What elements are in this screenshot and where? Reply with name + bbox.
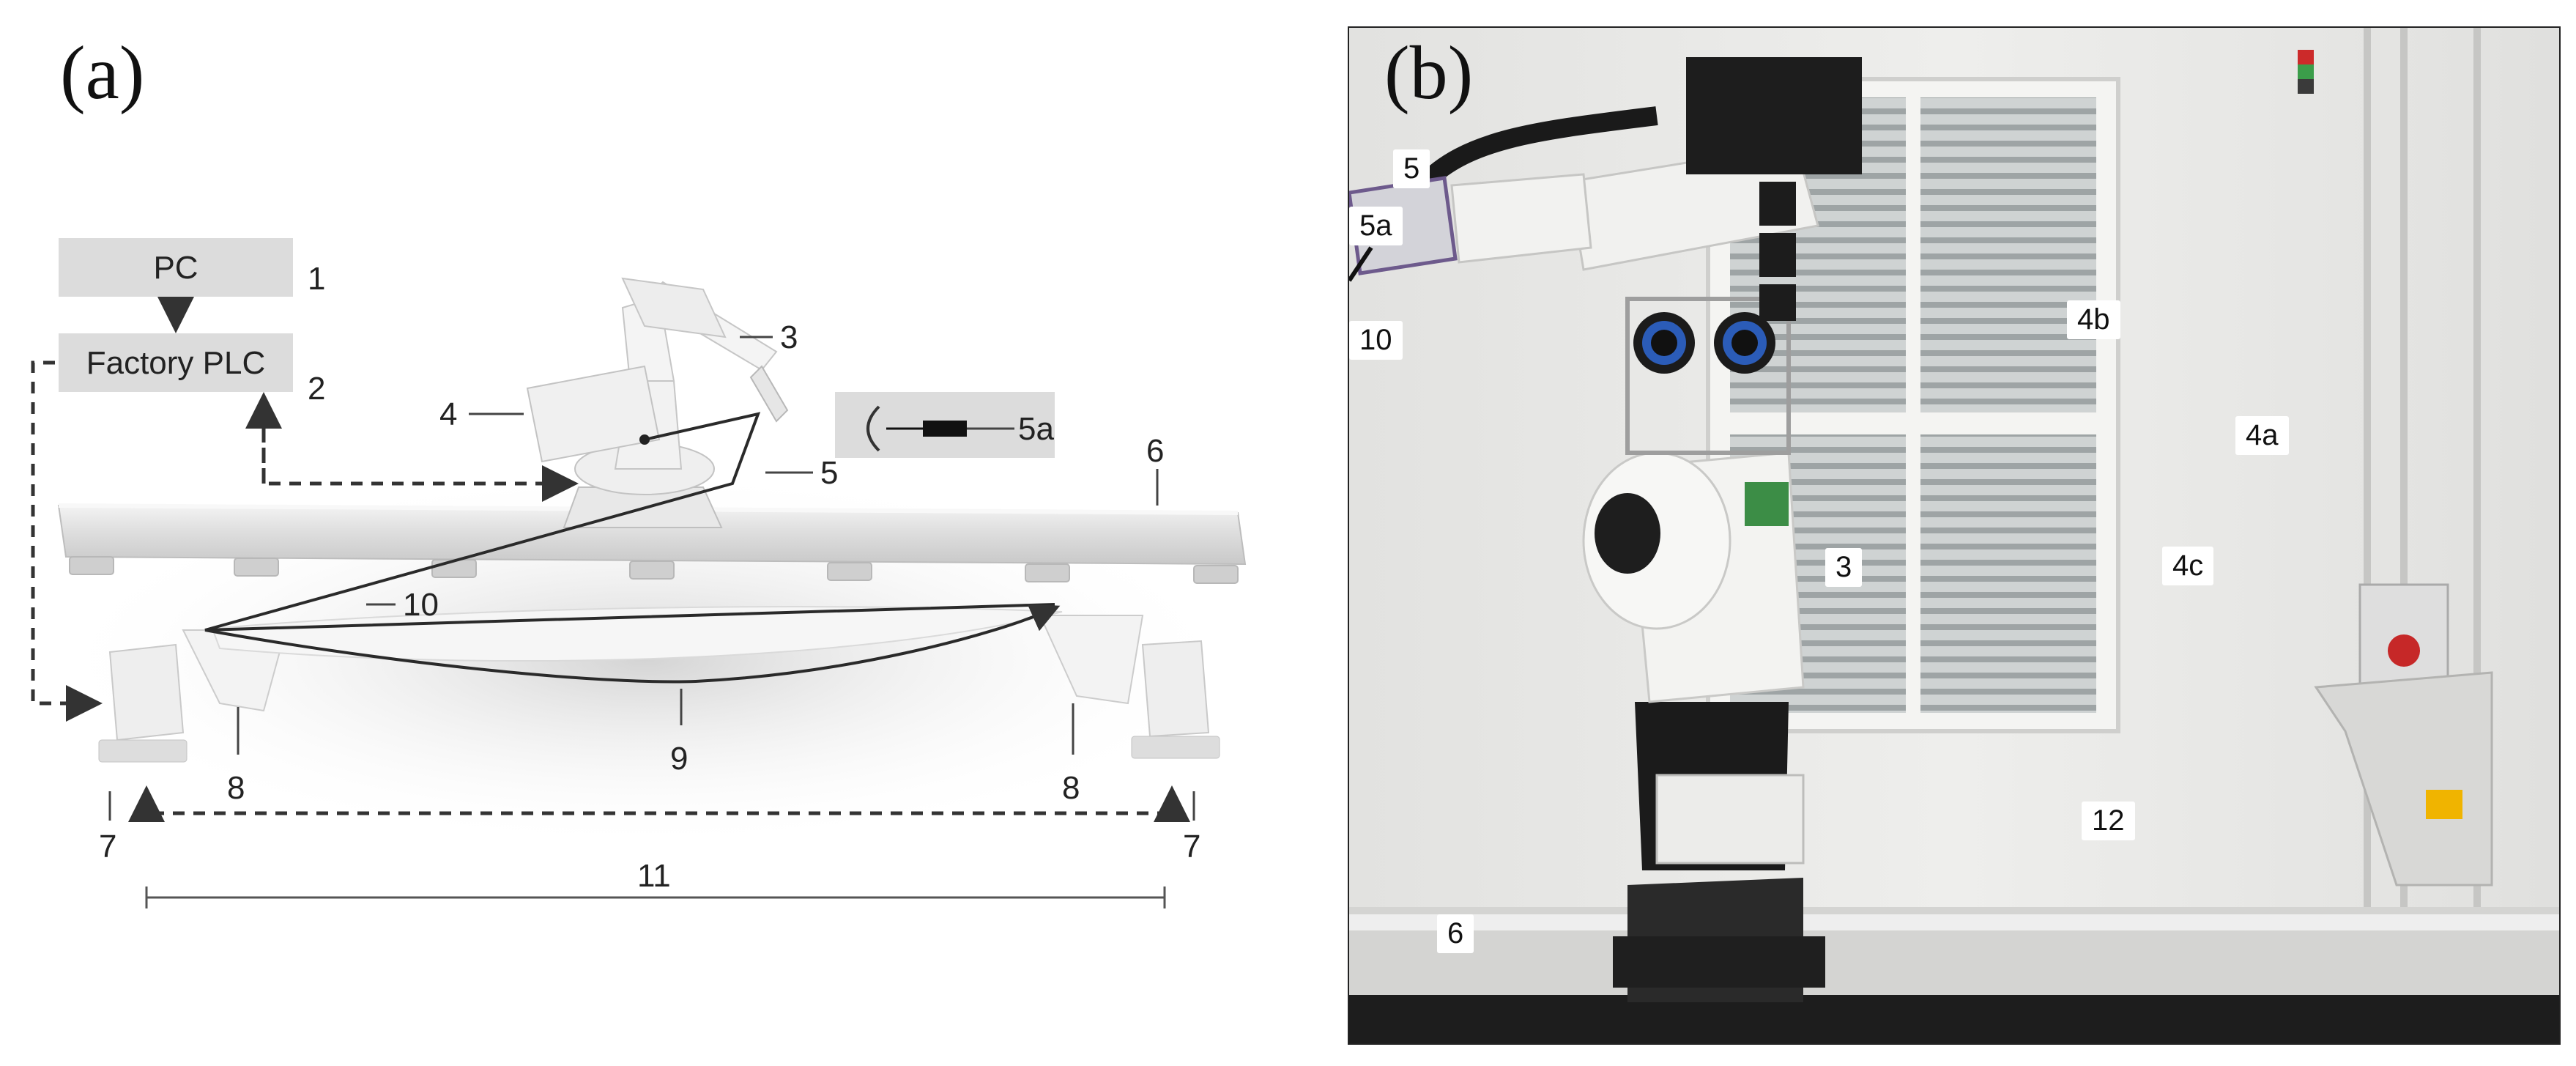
panel-a-diagram: (a) PC Factory PLC xyxy=(31,31,1247,908)
tag-5a: 5a xyxy=(1349,207,1403,245)
leader-lines xyxy=(108,336,1195,821)
blade-stand-right xyxy=(1141,640,1210,738)
callout-4: 4 xyxy=(439,396,457,432)
callout-9: 9 xyxy=(670,741,688,777)
electronics-box xyxy=(1655,774,1805,865)
callout-5: 5 xyxy=(820,455,838,491)
tag-4a: 4a xyxy=(2235,416,2289,455)
rotation-icon xyxy=(866,405,880,452)
callout-5a: 5a xyxy=(1018,411,1054,447)
panel-b-photo: 5 5a 10 4b 4a 3 4c 12 6 xyxy=(1348,26,2561,1045)
window-blind-top-right xyxy=(1920,97,2096,412)
pc-label: PC xyxy=(153,250,198,286)
signal-light-red xyxy=(2298,50,2314,64)
plc-box xyxy=(59,333,293,392)
plc-to-robot-dashed xyxy=(261,407,579,502)
callout-6: 6 xyxy=(1146,433,1164,469)
rail-highlight xyxy=(1349,914,2559,930)
tag-5: 5 xyxy=(1393,149,1430,188)
robot-photo-illustration xyxy=(1349,28,2559,1043)
callout-7-right: 7 xyxy=(1183,829,1200,865)
floor-base xyxy=(1349,995,2559,1043)
panel-a-label: (a) xyxy=(60,31,145,115)
callout-3: 3 xyxy=(780,319,798,355)
circuit-board xyxy=(1745,482,1789,526)
callout-10: 10 xyxy=(403,587,439,623)
blade-stand-left xyxy=(108,643,185,741)
arm-motors xyxy=(1759,182,1796,321)
blade-holder-right xyxy=(1039,615,1144,705)
tool-cable xyxy=(1349,246,1373,282)
tag-6: 6 xyxy=(1437,914,1474,953)
side-enclosure xyxy=(2314,671,2493,887)
plc-to-stand-dashed xyxy=(31,360,103,722)
tool-probe xyxy=(923,421,967,437)
robot-joint-dark xyxy=(1595,493,1660,574)
callout-11: 11 xyxy=(637,858,671,894)
robot-forearm xyxy=(1450,173,1592,264)
window-blind-bottom-right xyxy=(1920,434,2096,713)
stand-foot-right xyxy=(1131,736,1220,759)
emergency-stop xyxy=(2388,634,2420,667)
callout-7-left: 7 xyxy=(99,829,116,865)
signal-light-green xyxy=(2298,64,2314,79)
camera-array xyxy=(1633,312,1775,374)
tag-12: 12 xyxy=(2082,802,2135,840)
robot-shoulder xyxy=(621,277,727,338)
end-effector xyxy=(749,365,789,423)
stand-foot-left xyxy=(98,739,188,763)
tag-4c: 4c xyxy=(2162,547,2214,585)
factory-layout-diagram: PC Factory PLC xyxy=(31,238,1247,908)
cable-path-lower xyxy=(204,604,1061,684)
plc-label: Factory PLC xyxy=(86,345,266,381)
tag-10: 10 xyxy=(1349,321,1403,360)
control-unit-top xyxy=(1686,57,1862,174)
tag-4b: 4b xyxy=(2067,300,2120,339)
callout-2: 2 xyxy=(308,371,325,407)
camera-rack xyxy=(1625,297,1791,455)
cable-tube xyxy=(1415,106,1658,193)
camera-housing xyxy=(526,365,661,463)
rotor-blade xyxy=(211,606,1063,662)
power-switch xyxy=(2426,790,2462,819)
callout-8-left: 8 xyxy=(227,770,245,806)
callout-8-right: 8 xyxy=(1062,770,1080,806)
cable-path-upper xyxy=(204,412,1055,632)
callout-1: 1 xyxy=(308,261,325,297)
panel-b-label: (b) xyxy=(1384,31,1474,115)
pc-box xyxy=(59,238,293,297)
tag-3: 3 xyxy=(1825,548,1863,587)
carriage-skid xyxy=(1613,936,1825,988)
cable-node xyxy=(639,434,650,445)
